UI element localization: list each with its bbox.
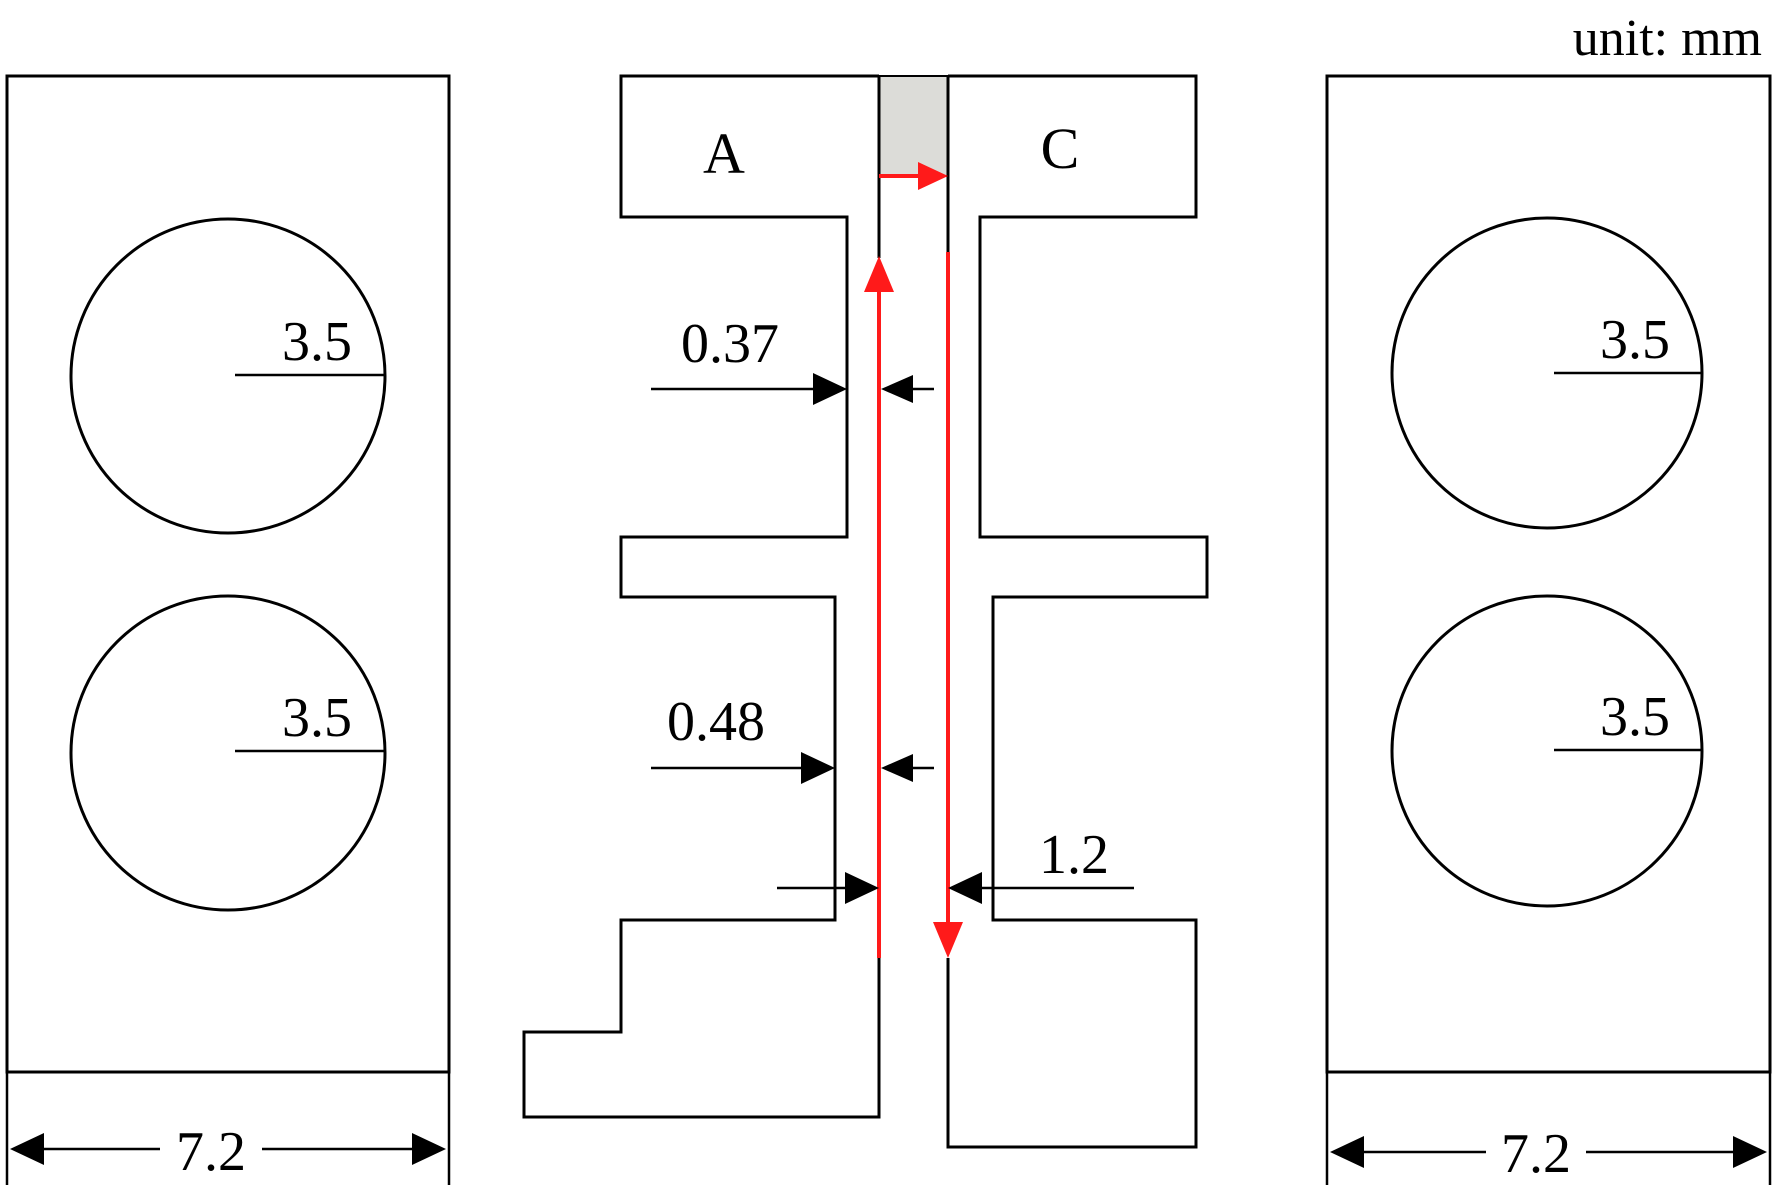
dim-lower-gap-arrow-right [881,754,913,782]
left-plate: 3.5 3.5 7.2 [5,74,451,1185]
left-body-outline [522,74,881,1119]
left-plate-hole-bottom-radius-label: 3.5 [282,687,352,749]
left-plate-hole-top [69,217,387,535]
right-body-outline [946,74,1209,1149]
right-plate-hole-top-radius-label: 3.5 [1600,309,1670,371]
dim-lower-gap-label: 0.48 [667,691,765,753]
left-plate-width-arrow-right [412,1133,446,1165]
dim-channel-label: 1.2 [1039,824,1109,886]
label-c: C [1041,116,1080,181]
left-plate-width-arrow-left [10,1133,44,1165]
dim-channel-arrow-left [845,872,879,904]
center-structure: A C 0.37 0.48 1.2 [522,74,1209,1149]
flow-arrow-top-head [918,162,948,190]
right-plate-width-arrow-left [1330,1136,1364,1168]
dim-upper-gap-arrow-left [813,373,847,405]
left-plate-hole-top-radius-label: 3.5 [282,311,352,373]
flow-arrow-down-head [933,922,963,958]
right-plate-width-label: 7.2 [1501,1123,1571,1185]
left-plate-body [5,74,451,1074]
dim-channel-arrow-right [948,872,982,904]
right-plate-width-arrow-right [1733,1136,1767,1168]
dim-upper-gap-arrow-right [881,375,913,403]
dim-upper-gap-label: 0.37 [681,313,779,375]
dim-lower-gap-arrow-left [801,752,835,784]
label-a: A [703,121,745,186]
right-plate-body [1325,74,1772,1074]
left-plate-hole-bottom [69,594,387,912]
flow-arrow-up-head [864,256,894,292]
right-plate-hole-bottom-radius-label: 3.5 [1600,686,1670,748]
seal-block [878,75,949,177]
right-plate: 3.5 3.5 7.2 [1325,74,1772,1185]
unit-label: unit: mm [1573,10,1762,67]
left-plate-width-label: 7.2 [176,1121,246,1183]
